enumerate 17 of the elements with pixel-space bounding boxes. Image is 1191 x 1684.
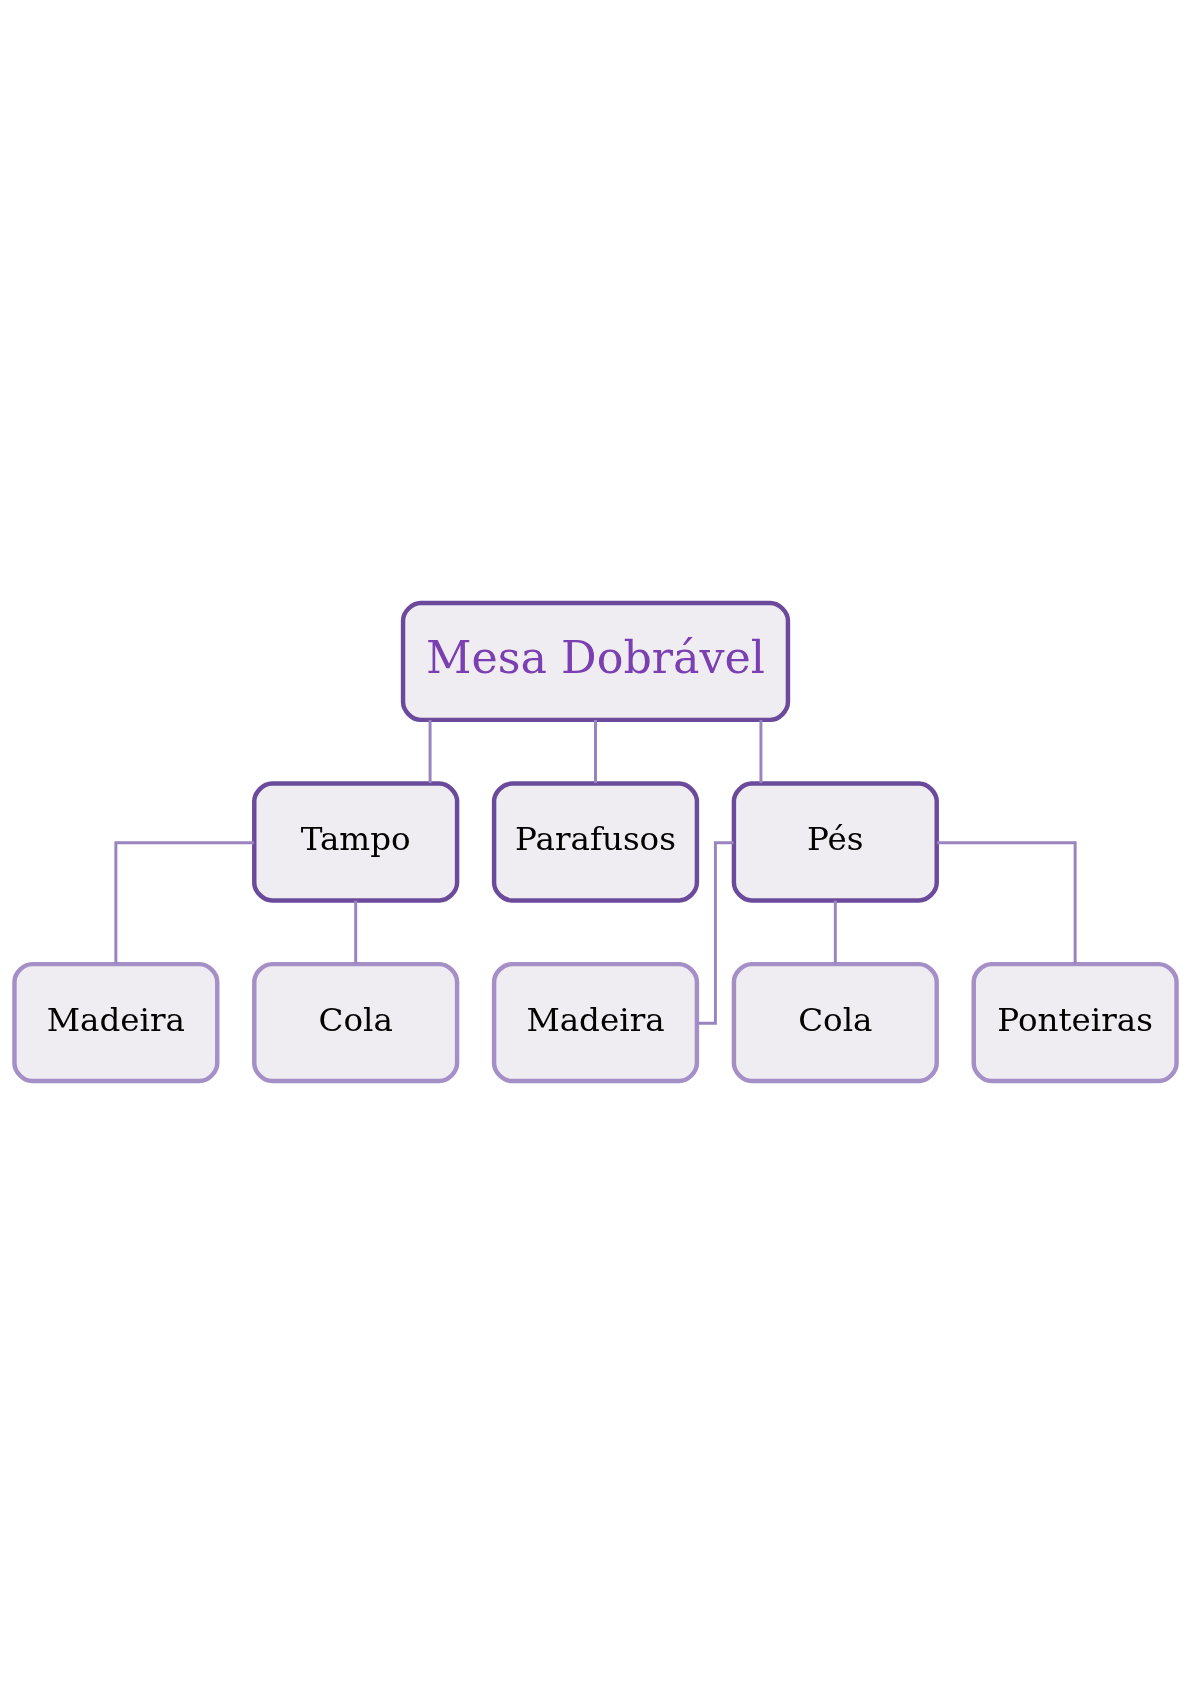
connector bbox=[759, 720, 763, 784]
connector bbox=[594, 720, 597, 784]
node-box: Cola bbox=[731, 961, 939, 1084]
connector bbox=[354, 900, 358, 964]
connector bbox=[428, 720, 432, 784]
connector bbox=[114, 841, 254, 964]
node-box: Madeira bbox=[12, 961, 220, 1084]
connector bbox=[937, 841, 1077, 964]
node-box: Tampo bbox=[252, 781, 460, 903]
connector bbox=[697, 841, 734, 1025]
node-box: Pés bbox=[731, 781, 939, 903]
node-box: Mesa Dobrável bbox=[400, 600, 791, 723]
node-box: Madeira bbox=[491, 961, 700, 1084]
node-box: Ponteiras bbox=[971, 961, 1179, 1084]
connector bbox=[833, 900, 837, 964]
node-box: Cola bbox=[252, 961, 460, 1084]
node-box: Parafusos bbox=[491, 781, 700, 903]
